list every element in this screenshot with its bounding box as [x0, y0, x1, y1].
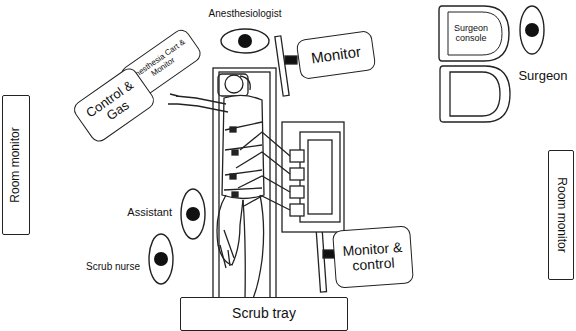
person-label: Surgeon [518, 69, 567, 83]
patient-figure [168, 75, 264, 305]
scrub-tray-box: Scrub tray [180, 297, 348, 331]
person-outline [180, 188, 206, 240]
assistant-person: Assistant [180, 188, 206, 240]
monitor-box: Monitor [296, 30, 377, 80]
surgeon-console: Surgeon console [438, 5, 514, 62]
monitor-mount [285, 56, 297, 64]
console-base [440, 66, 510, 122]
person-label: Anesthesiologist [209, 8, 282, 19]
box-label: Surgeon console [438, 24, 514, 44]
surgeon-person: Surgeon [519, 5, 545, 55]
console-seat [450, 72, 500, 116]
person-label: Assistant [127, 206, 172, 218]
scrub-nurse-person: Scrub nurse [148, 233, 174, 285]
patient-cart [236, 122, 344, 232]
person-outline [148, 233, 174, 285]
anesthesiologist-person: Anesthesiologist [220, 28, 270, 54]
person-label: Scrub nurse [86, 261, 140, 272]
person-outline [220, 28, 270, 54]
table-pad [219, 72, 270, 314]
box-label: Monitor [306, 43, 366, 67]
box-label: Room monitor [554, 173, 567, 256]
box-label: Monitor & control [334, 239, 412, 275]
person-outline [519, 5, 545, 55]
room-monitor-box: Room monitor [548, 150, 574, 280]
monitor-control-box: Monitor & control [332, 225, 414, 288]
monitor-stand [275, 36, 289, 96]
box-label: Room monitor [9, 123, 22, 206]
operating-table [213, 68, 276, 318]
box-label: Control & Gas [76, 73, 151, 138]
room-monitor-box: Room monitor [2, 95, 30, 235]
box-label: Scrub tray [228, 306, 300, 321]
